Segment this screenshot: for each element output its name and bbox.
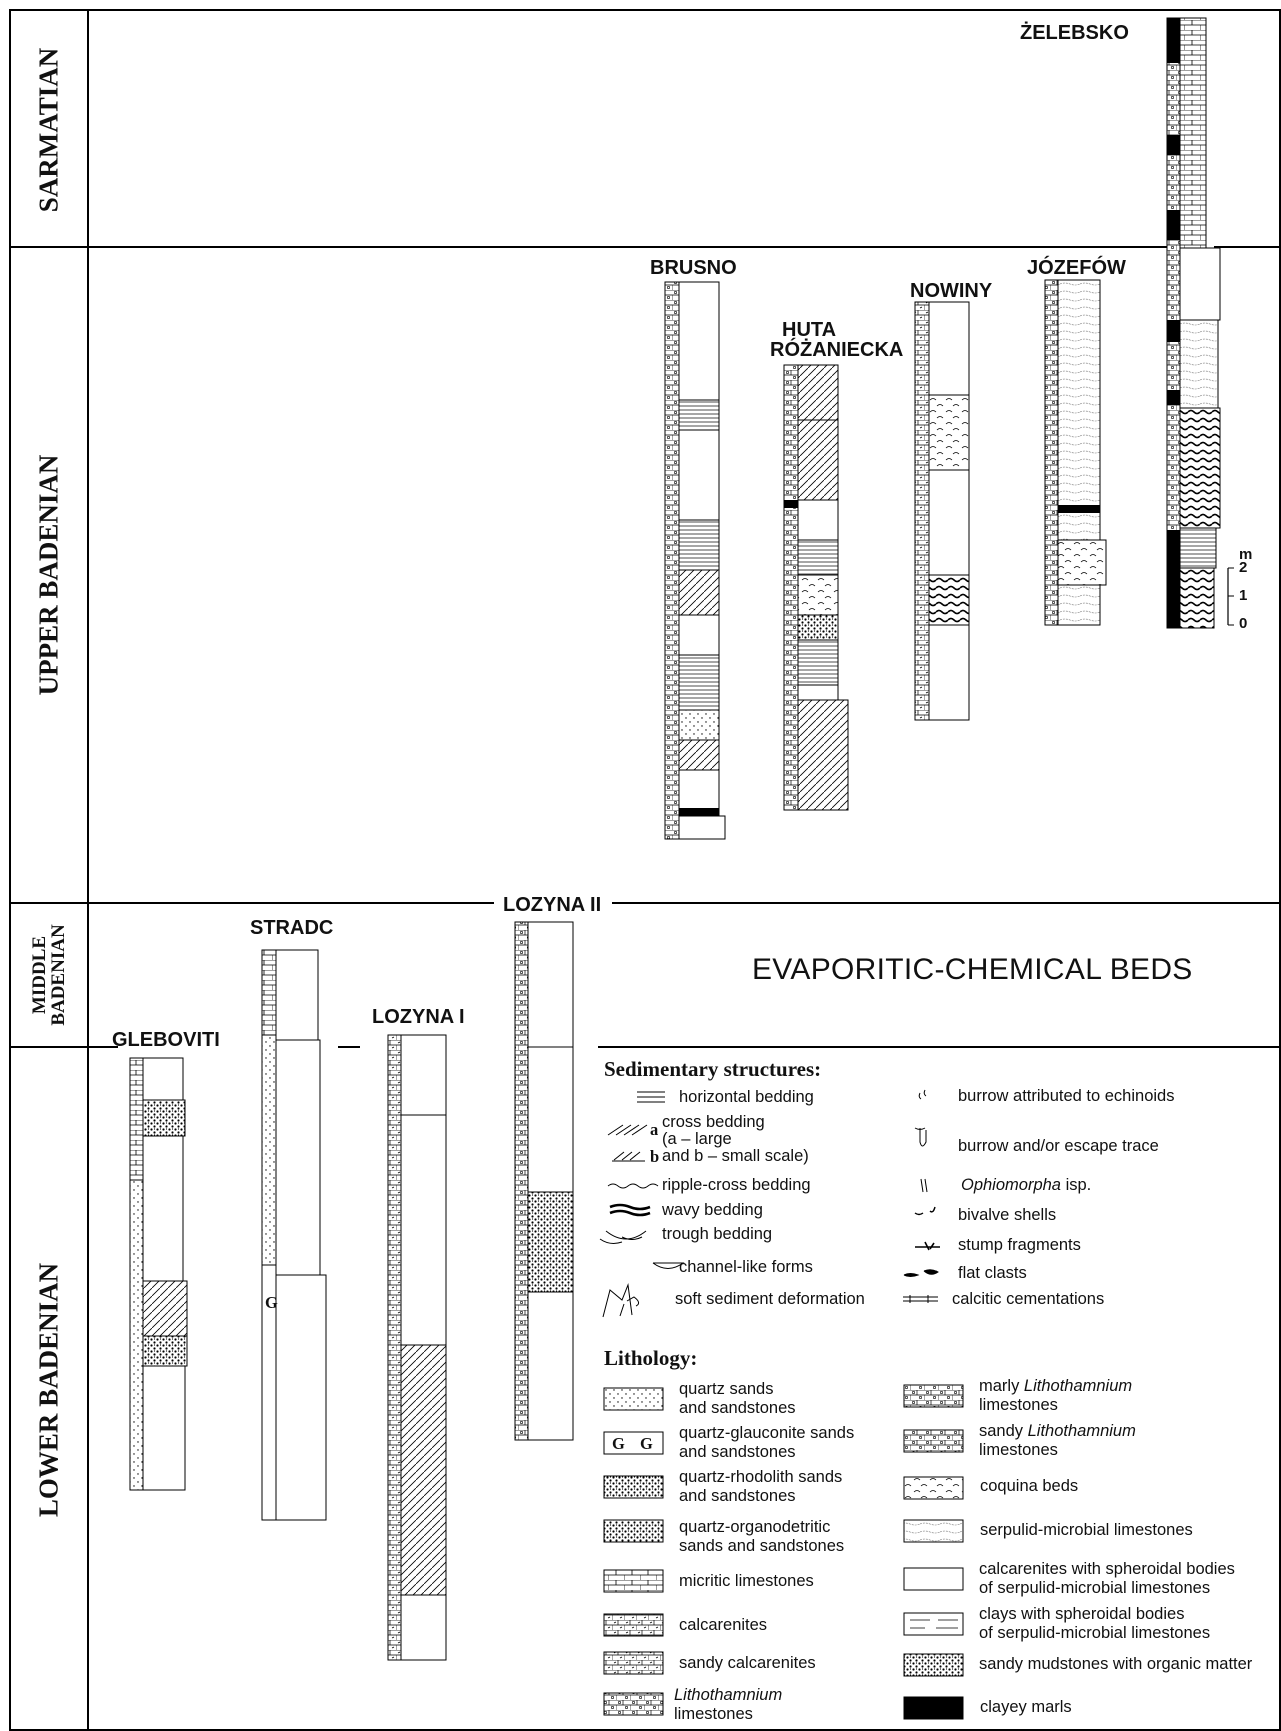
legend-quartz-organodetritic: quartz-organodetritic sands and sandston… [679,1518,844,1556]
legend-stump-fragments: stump fragments [958,1236,1081,1254]
section-title-huta-1: HUTA [782,319,837,341]
legend-marly-pre: marly [979,1377,1024,1395]
legend-cross-line-3: and b – small scale) [662,1147,809,1165]
legend-clay-sph-line-2: of serpulid-microbial limestones [979,1624,1211,1642]
stage-sarmatian: SARMATIAN [33,47,64,213]
legend-quartz-glauconite: quartz-glauconite sands and sandstones [679,1424,854,1462]
legend-ophiomorpha-rest: isp. [1060,1176,1092,1194]
legend-symbols-structures [599,1089,940,1318]
section-column-lozyna-i [387,1034,447,1661]
legend-qs-line-1: quartz sands [679,1380,774,1398]
legend-wavy-bedding: wavy bedding [662,1201,763,1219]
legend-trough-bedding: trough bedding [662,1225,773,1243]
legend-cross-b-mark: b [650,1147,660,1166]
legend-sandy-l-pre: sandy [979,1422,1028,1440]
legend-channel-forms: channel-like forms [679,1258,813,1276]
section-column-lozyna-ii [514,921,574,1441]
section-column-brusno [664,281,726,840]
legend-calcitic-cementations: calcitic cementations [952,1290,1105,1308]
legend-calc-sph-line-2: of serpulid-microbial limestones [979,1579,1211,1597]
legend-serpulid-microbial: serpulid-microbial limestones [980,1521,1193,1539]
stage-middle-line-1: MIDDLE [29,935,50,1015]
scale-unit: m [1239,546,1253,563]
section-title-lozyna-i: LOZYNA I [372,1006,465,1028]
section-column-jozefow [1044,279,1107,626]
legend-ophiomorpha-genus: Ophiomorpha [961,1176,1061,1194]
legend-qg-line-1: quartz-glauconite sands [679,1424,855,1442]
legend-horizontal-bedding: horizontal bedding [679,1088,814,1106]
legend-flat-clasts: flat clasts [958,1264,1027,1282]
legend-ophiomorpha: Ophiomorpha isp. [961,1176,1091,1195]
legend-calcarenites: calcarenites [679,1616,768,1634]
legend-marly-lithothamnium: marly Lithothamnium limestones [979,1377,1132,1415]
glauconite-marker-stradc: G [265,1293,278,1312]
legend-coquina-beds: coquina beds [980,1477,1079,1495]
scale-bar [1227,567,1234,626]
legend-ripple-cross: ripple-cross bedding [662,1176,811,1194]
section-column-zelebsko [1166,17,1221,629]
stage-upper-badenian: UPPER BADENIAN [33,454,64,696]
section-title-stradc: STRADC [250,917,334,939]
legend-sandy-mudstones: sandy mudstones with organic matter [979,1655,1253,1673]
legend-g-mark-2: G [640,1434,653,1453]
legend-qo-line-2: sands and sandstones [679,1537,845,1555]
scale-tick-0: 0 [1239,615,1248,632]
stage-middle-line-2: BADENIAN [48,924,69,1026]
legend-sandy-lithothamnium: sandy Lithothamnium limestones [979,1422,1136,1460]
legend-quartz-sands: quartz sands and sandstones [679,1380,796,1418]
section-title-nowiny: NOWINY [910,280,993,302]
legend-sandy-calcarenites: sandy calcarenites [679,1654,816,1672]
section-title-huta-2: RÓŻANIECKA [770,339,904,361]
section-title-gleboviti: GLEBOVITI [112,1029,220,1051]
legend-lithology-title: Lithology: [604,1346,698,1370]
legend-calc-sph-line-1: calcarenites with spheroidal bodies [979,1560,1235,1578]
scale-tick-1: 1 [1239,587,1248,604]
legend-marly-line-2: limestones [979,1396,1058,1414]
legend-clay-sph-line-1: clays with spheroidal bodies [979,1605,1185,1623]
legend-soft-deformation: soft sediment deformation [675,1290,865,1308]
legend-cross-line-1: cross bedding [662,1113,765,1131]
legend-g-mark-1: G [612,1434,625,1453]
legend-sandy-l-genus: Lithothamnium [1027,1422,1136,1440]
legend-cross-bedding: cross bedding (a – large and b – small s… [662,1114,809,1165]
legend-sandy-l-line-2: limestones [979,1441,1058,1459]
legend-bivalve-shells: bivalve shells [958,1206,1057,1224]
section-title-brusno: BRUSNO [650,257,737,279]
legend-litho-line-2: limestones [674,1705,753,1723]
section-column-gleboviti [129,1057,188,1491]
evaporitic-chemical-beds-label: EVAPORITIC-CHEMICAL BEDS [752,953,1193,986]
legend-escape-trace: burrow and/or escape trace [958,1137,1159,1155]
section-column-stradc [261,949,327,1521]
scale-tick-2: 2 [1239,559,1248,576]
legend-lithothamnium-limestones: Lithothamnium limestones [674,1686,782,1724]
legend-cross-a-mark: a [650,1120,659,1139]
section-title-lozyna-ii: LOZYNA II [503,894,602,916]
legend-marly-genus: Lithothamnium [1023,1377,1133,1395]
legend-qg-line-2: and sandstones [679,1443,796,1461]
legend-symbols-lithology [603,1384,964,1720]
legend-qs-line-2: and sandstones [679,1399,796,1417]
section-title-jozefow: JÓZEFÓW [1027,257,1126,279]
legend-cross-line-2: (a – large [662,1130,732,1148]
legend-sedimentary-title: Sedimentary structures: [604,1057,822,1081]
section-column-nowiny [914,301,970,721]
legend-clayey-marls: clayey marls [980,1698,1072,1716]
section-column-huta-rozaniecka [783,364,849,811]
legend-litho-genus: Lithothamnium [674,1686,783,1704]
stage-lower-badenian: LOWER BADENIAN [33,1262,64,1518]
legend-qr-line-1: quartz-rhodolith sands [679,1468,843,1486]
section-title-zelebsko: ŻELEBSKO [1020,22,1129,44]
legend-calcarenites-spheroidal: calcarenites with spheroidal bodies of s… [979,1560,1235,1598]
legend-echinoid-burrow: burrow attributed to echinoids [958,1087,1175,1105]
legend-clays-spheroidal: clays with spheroidal bodies of serpulid… [979,1605,1210,1643]
legend-micritic-limestones: micritic limestones [679,1572,814,1590]
legend-quartz-rhodolith: quartz-rhodolith sands and sandstones [679,1468,842,1506]
legend-qr-line-2: and sandstones [679,1487,796,1505]
stage-middle-badenian: MIDDLE BADENIAN [29,924,69,1026]
legend-qo-line-1: quartz-organodetritic [679,1518,831,1536]
